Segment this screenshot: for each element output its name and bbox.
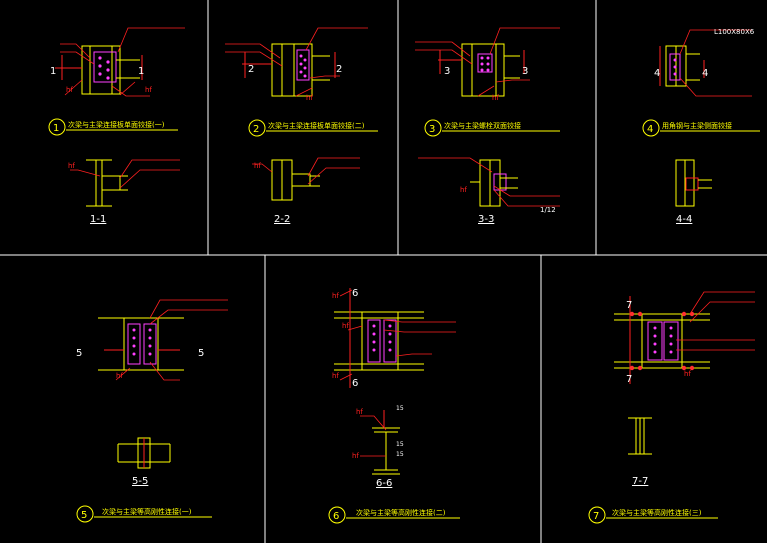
detail-4: L100X80X6 4 4 4-4 4 用角钢与主梁侧面铰接 (642, 28, 760, 225)
weld-mark: hf (254, 162, 261, 170)
cut-mark-top: 7 (626, 300, 632, 311)
weld-mark: hf (356, 408, 363, 416)
detail-6: 6 6 hf hf hf hf hf 15 15 15 6-6 6 次梁与主梁等… (328, 288, 460, 524)
detail-number: 1 (53, 123, 59, 134)
dimension-text: 15 (396, 441, 404, 448)
cut-mark-left: 3 (444, 66, 450, 77)
detail-number: 6 (333, 511, 339, 522)
detail-caption: 次梁与主梁等高刚性连接(二) (356, 508, 446, 517)
detail-1-leaders (60, 27, 185, 97)
detail-number-bubble (588, 506, 606, 524)
detail-5: 5 5 hf 5-5 5 次梁与主梁等高刚性连接(一) (76, 299, 228, 523)
detail-number-bubble (642, 119, 660, 137)
weld-mark: hf (332, 372, 339, 380)
cut-mark-left: 4 (654, 68, 660, 79)
weld-mark: hf (116, 372, 123, 380)
cut-mark-left: 2 (248, 64, 254, 75)
weld-mark: hf (332, 292, 339, 300)
weld-mark: hf (684, 370, 691, 378)
section-label: 4-4 (676, 214, 692, 225)
main-beam-web (81, 45, 121, 95)
cut-mark-left: 1 (50, 66, 56, 77)
weld-mark: hf (460, 186, 467, 194)
detail-4-section (675, 159, 712, 207)
detail-3-elevation (438, 43, 525, 97)
section-label: 3-3 (478, 214, 494, 225)
detail-6-section (372, 410, 400, 475)
cut-mark-top: 6 (352, 288, 358, 299)
detail-2: 2 2 hf hf 2-2 2 次梁与主梁连接板单面铰接(二) (225, 27, 378, 225)
cut-mark-right: 3 (522, 66, 528, 77)
detail-number: 3 (429, 124, 435, 135)
detail-number-bubble (48, 118, 66, 136)
section-label: 6-6 (376, 478, 392, 489)
detail-caption: 用角钢与主梁侧面铰接 (662, 121, 732, 130)
weld-mark: hf (68, 162, 75, 170)
detail-number: 2 (253, 124, 259, 135)
cut-mark-right: 1 (138, 66, 144, 77)
detail-caption: 次梁与主梁等高刚性连接(一) (102, 507, 192, 516)
cut-mark-right: 5 (198, 348, 204, 359)
weld-mark: hf (66, 86, 73, 94)
detail-caption: 次梁与主梁等高刚性连接(三) (612, 508, 702, 517)
cut-mark-right: 2 (336, 64, 342, 75)
detail-caption: 次梁与主梁连接板单面铰接(二) (268, 121, 365, 130)
detail-caption: 次梁与主梁螺栓双面铰接 (444, 121, 521, 130)
weld-mark: hf (342, 322, 349, 330)
angle-spec: L100X80X6 (714, 28, 755, 36)
detail-5-section (117, 437, 171, 469)
detail-number: 4 (647, 124, 653, 135)
weld-mark: hf (145, 86, 152, 94)
cut-mark-right: 4 (702, 68, 708, 79)
cut-mark-left: 5 (76, 348, 82, 359)
section-label: 5-5 (132, 476, 148, 487)
detail-number: 7 (593, 511, 599, 522)
detail-1-section (86, 159, 128, 207)
section-label: 7-7 (632, 476, 648, 487)
weld-mark: hf (306, 94, 313, 102)
detail-2-elevation (242, 43, 336, 97)
dimension-text: 15 (396, 405, 404, 412)
detail-1-elevation (55, 45, 143, 95)
detail-number-bubble (76, 505, 94, 523)
cut-mark-bottom: 7 (626, 374, 632, 385)
section-label: 1-1 (90, 214, 106, 225)
detail-1-bolts (98, 56, 110, 80)
detail-7-section (628, 417, 652, 455)
section-label: 2-2 (274, 214, 290, 225)
cut-mark-bottom: 6 (352, 378, 358, 389)
detail-number-bubble (248, 119, 266, 137)
detail-2-section (271, 159, 320, 201)
tolerance-mark: 1/12 (540, 206, 556, 214)
connection-plate (93, 51, 117, 83)
dimension-text: 15 (396, 451, 404, 458)
weld-mark: hf (352, 452, 359, 460)
detail-3: 3 3 hf hf 1/12 3-3 3 次梁与主梁螺栓双面铰接 (415, 27, 560, 225)
weld-mark: hf (492, 94, 499, 102)
detail-number-bubble (328, 506, 346, 524)
detail-7: 7 7 hf 7-7 7 次梁与主梁等高刚性连接(三) (588, 291, 755, 524)
detail-number: 5 (81, 510, 87, 521)
detail-caption: 次梁与主梁连接板单面铰接(一) (68, 120, 165, 129)
detail-number-bubble (424, 119, 442, 137)
detail-1: 1 1 hf hf hf 1-1 1 次梁与主梁连接板单面铰接(一) (48, 27, 185, 225)
